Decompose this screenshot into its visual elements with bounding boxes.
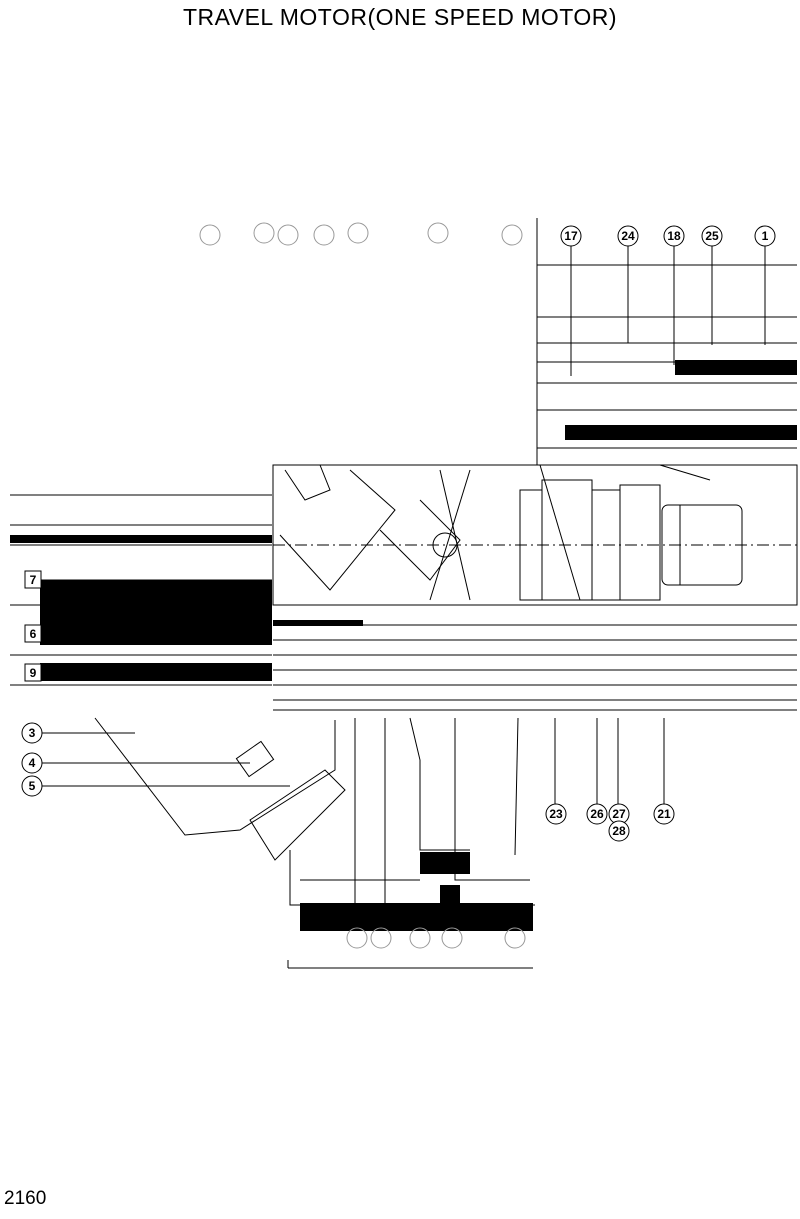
svg-text:7: 7 — [30, 573, 37, 587]
callout-27: 27 — [608, 803, 630, 825]
solid-fills — [10, 360, 797, 931]
callout-5: 5 — [21, 775, 43, 797]
svg-text:21: 21 — [657, 807, 671, 821]
svg-text:17: 17 — [564, 229, 578, 243]
callout-9: 9 — [24, 663, 42, 682]
svg-text:5: 5 — [29, 779, 36, 793]
svg-text:6: 6 — [30, 627, 37, 641]
svg-text:25: 25 — [705, 229, 719, 243]
svg-text:27: 27 — [612, 807, 626, 821]
callout-6: 6 — [24, 624, 42, 643]
page-title: TRAVEL MOTOR(ONE SPEED MOTOR) — [182, 4, 618, 30]
svg-text:1: 1 — [762, 229, 769, 243]
page-number: 2160 — [4, 1188, 47, 1209]
callout-24: 24 — [617, 225, 639, 247]
svg-text:9: 9 — [30, 666, 37, 680]
part-callouts: 17 24 18 25 1 7 6 9 — [21, 225, 776, 842]
svg-text:28: 28 — [612, 824, 626, 838]
empty-callout-circles — [199, 222, 526, 949]
svg-text:4: 4 — [29, 756, 36, 770]
callout-26: 26 — [586, 803, 608, 825]
drawing-lines — [10, 218, 798, 969]
svg-text:23: 23 — [549, 807, 563, 821]
callout-4: 4 — [21, 752, 43, 774]
svg-text:24: 24 — [621, 229, 635, 243]
callout-25: 25 — [701, 225, 723, 247]
callout-28: 28 — [608, 820, 630, 842]
svg-text:3: 3 — [29, 726, 36, 740]
callout-3: 3 — [21, 722, 43, 744]
callout-18: 18 — [663, 225, 685, 247]
svg-text:26: 26 — [590, 807, 604, 821]
callout-23: 23 — [545, 803, 567, 825]
callout-7: 7 — [24, 570, 42, 589]
callout-17: 17 — [560, 225, 582, 247]
callout-1: 1 — [754, 225, 776, 247]
callout-21: 21 — [653, 803, 675, 825]
svg-text:18: 18 — [667, 229, 681, 243]
